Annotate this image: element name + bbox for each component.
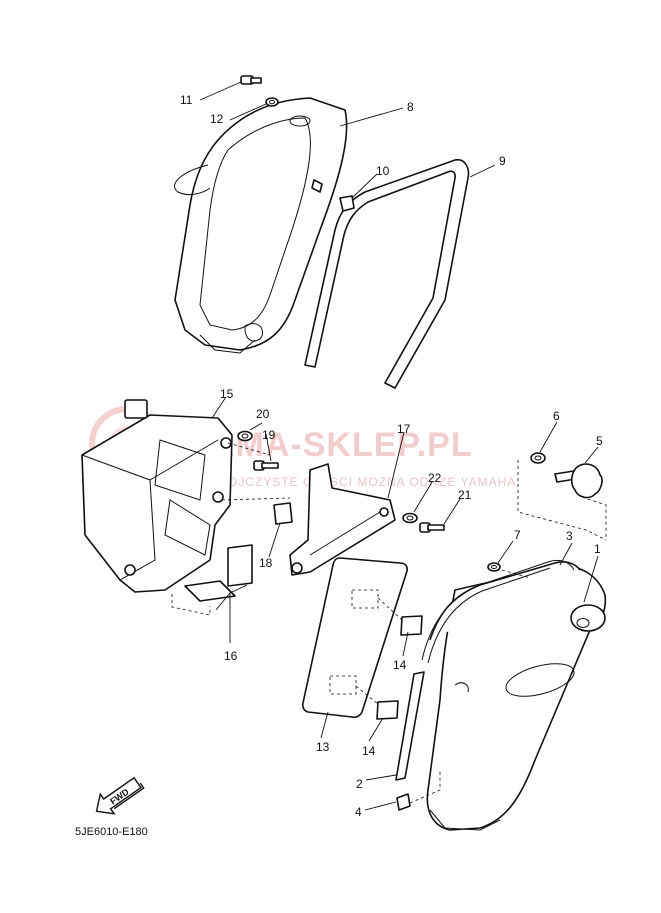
part-10-grommet bbox=[311, 179, 355, 212]
part-13-panel bbox=[301, 557, 408, 719]
part-6-washer bbox=[530, 452, 546, 464]
part-14-pad-upper bbox=[400, 615, 423, 636]
part-15-battery-box bbox=[81, 399, 233, 593]
part-22-washer bbox=[402, 512, 418, 524]
callout-22: 22 bbox=[428, 471, 442, 485]
callout-8: 8 bbox=[407, 100, 414, 114]
part-12-washer bbox=[265, 97, 279, 107]
part-5-knob-screw bbox=[554, 463, 603, 499]
callout-11: 11 bbox=[180, 93, 193, 107]
callout-5: 5 bbox=[596, 434, 603, 448]
leader-lines bbox=[199, 81, 599, 811]
watermark-brand: AMA-SKLEP.PL bbox=[210, 426, 473, 464]
callout-6: 6 bbox=[553, 409, 560, 423]
callout-12: 12 bbox=[210, 112, 224, 126]
callout-13: 13 bbox=[316, 740, 330, 754]
fwd-arrow-icon: FWD bbox=[95, 776, 145, 815]
callout-16: 16 bbox=[224, 649, 238, 663]
guide-lines bbox=[221, 442, 607, 804]
callout-4: 4 bbox=[355, 805, 362, 819]
part-1-side-cover bbox=[426, 561, 607, 831]
callout-21: 21 bbox=[458, 488, 472, 502]
part-8-upper-cover bbox=[174, 97, 348, 354]
part-16-pads bbox=[171, 544, 253, 616]
part-14-pad-lower bbox=[376, 700, 399, 720]
callout-1: 1 bbox=[594, 542, 601, 556]
callout-15: 15 bbox=[220, 387, 234, 401]
callout-10: 10 bbox=[376, 164, 390, 178]
watermark-tagline: OJCZYSTE CZESCI MOZNA ODRZE YAMAHA bbox=[228, 475, 516, 489]
callout-3: 3 bbox=[566, 529, 573, 543]
part-20-washer bbox=[237, 430, 253, 442]
part-17-bracket bbox=[289, 463, 396, 576]
callout-19: 19 bbox=[262, 428, 276, 442]
diagram-code: 5JE6010-E180 bbox=[75, 826, 148, 838]
callout-18: 18 bbox=[259, 556, 273, 570]
part-21-bolt bbox=[419, 522, 445, 533]
callout-14-upper: 14 bbox=[393, 658, 407, 672]
callout-17: 17 bbox=[397, 422, 411, 436]
part-3-seal bbox=[421, 559, 575, 664]
part-9-trim-strip bbox=[304, 158, 470, 389]
callout-labels: 1 2 3 4 5 6 7 8 9 10 11 12 13 14 14 15 1… bbox=[180, 93, 603, 819]
part-19-bolt bbox=[253, 460, 279, 471]
callout-14-lower: 14 bbox=[362, 744, 376, 758]
callout-9: 9 bbox=[499, 154, 506, 168]
callout-20: 20 bbox=[256, 407, 270, 421]
part-7-washer bbox=[487, 562, 501, 572]
callout-2: 2 bbox=[356, 777, 363, 791]
part-4-grommet bbox=[396, 793, 411, 811]
part-2-strip bbox=[395, 671, 425, 781]
callout-7: 7 bbox=[514, 528, 521, 542]
part-11-screw bbox=[240, 75, 262, 85]
part-18-pad bbox=[273, 502, 293, 525]
